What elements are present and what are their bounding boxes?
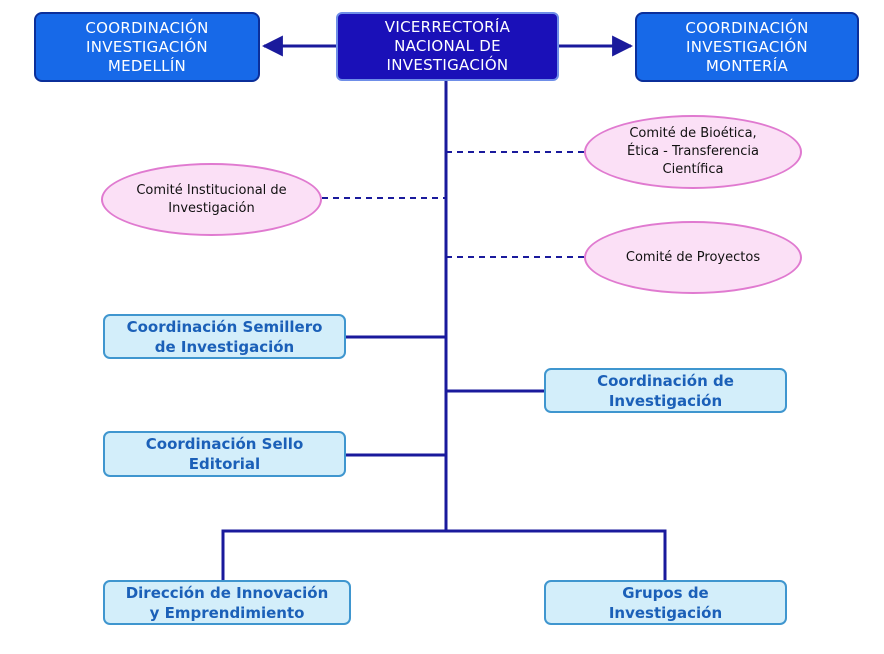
- comite-bioetica-node: Comité de Bioética, Ética - Transferenci…: [584, 115, 802, 189]
- coordinacion-monteria-node: COORDINACIÓN INVESTIGACIÓN MONTERÍA: [635, 12, 859, 82]
- coordinacion-semillero-node: Coordinación Semillero de Investigación: [103, 314, 346, 359]
- comite-institucional-node: Comité Institucional de Investigación: [101, 163, 322, 236]
- direccion-innovacion-node: Dirección de Innovación y Emprendimiento: [103, 580, 351, 625]
- coordinacion-sello-editorial-node: Coordinación Sello Editorial: [103, 431, 346, 477]
- vicerrectoria-node: VICERRECTORÍA NACIONAL DE INVESTIGACIÓN: [336, 12, 559, 81]
- coordinacion-investigacion-node: Coordinación de Investigación: [544, 368, 787, 413]
- grupos-investigacion-node: Grupos de Investigación: [544, 580, 787, 625]
- comite-proyectos-node: Comité de Proyectos: [584, 221, 802, 294]
- coordinacion-medellin-node: COORDINACIÓN INVESTIGACIÓN MEDELLÍN: [34, 12, 260, 82]
- connector-bottom-branch: [221, 529, 667, 580]
